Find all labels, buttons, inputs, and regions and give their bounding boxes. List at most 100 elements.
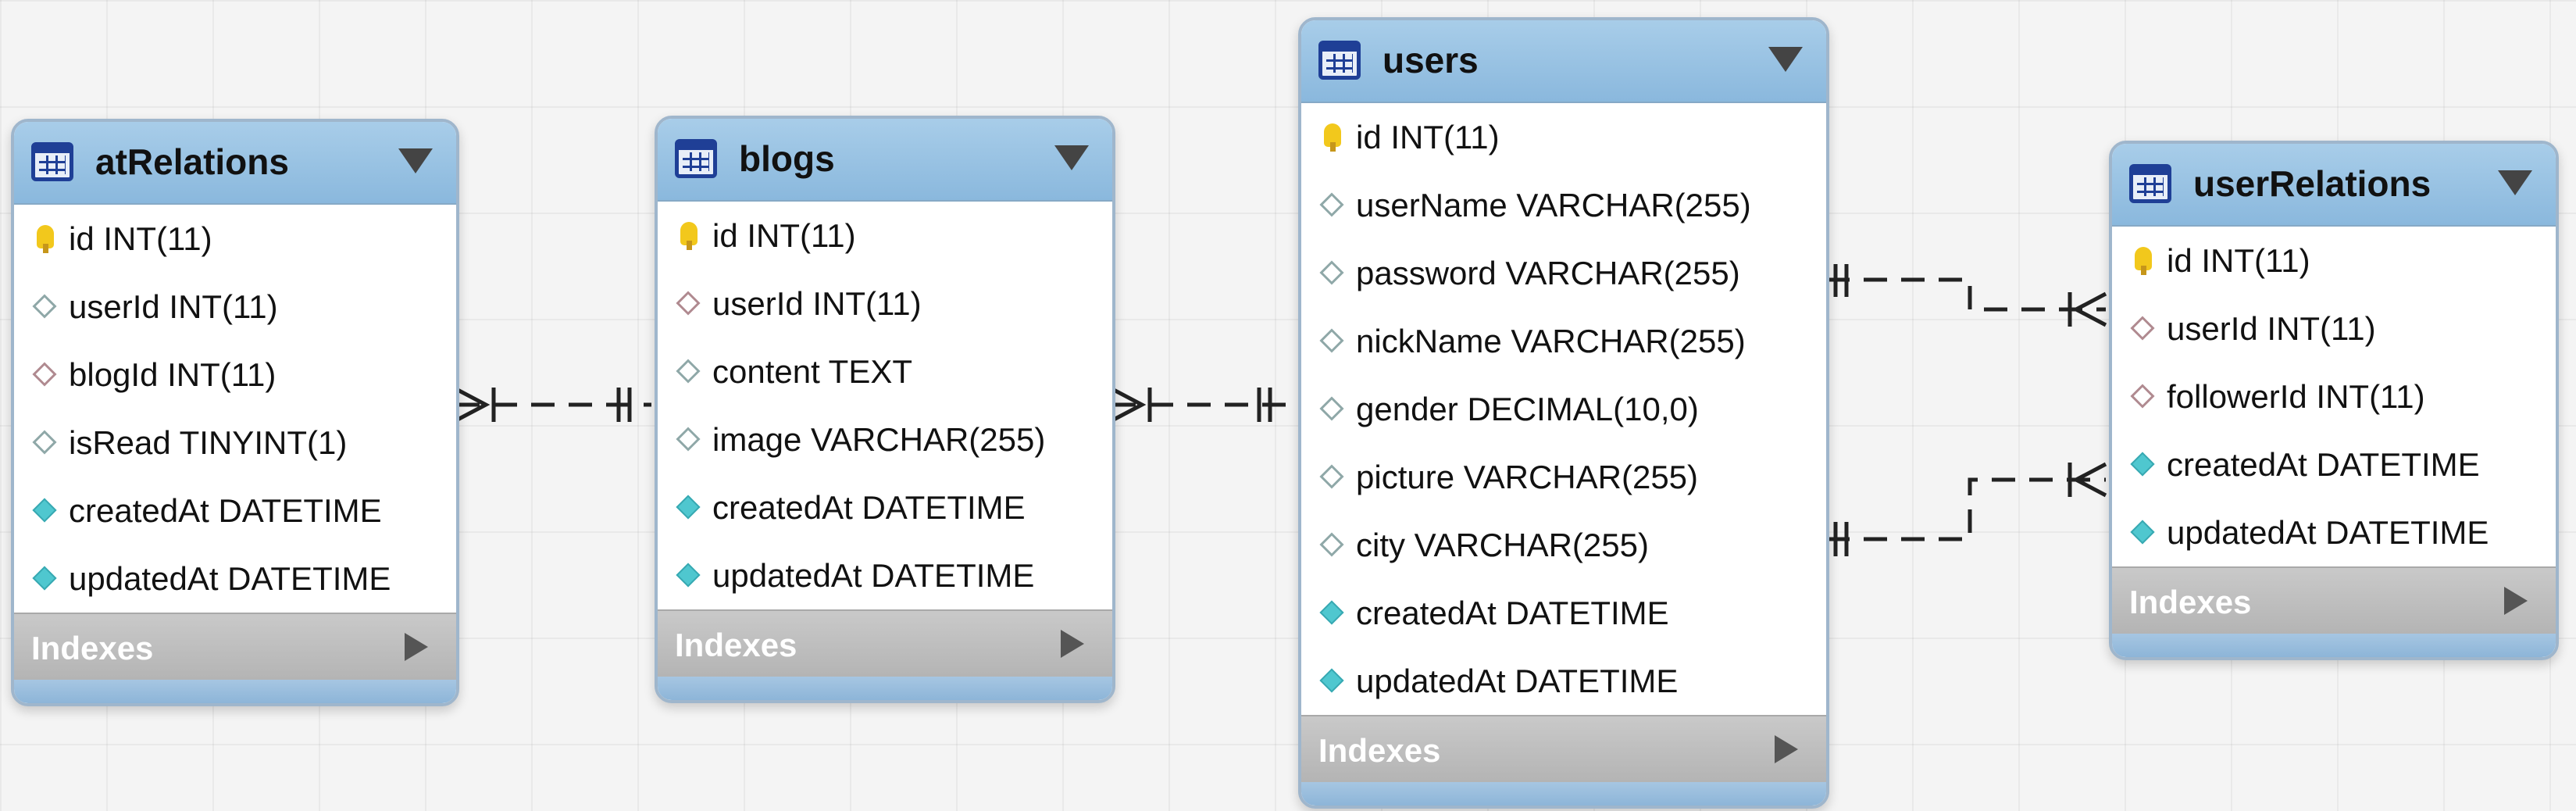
- filled-diamond-icon: [1317, 598, 1348, 629]
- table-icon: [31, 142, 73, 181]
- column-row[interactable]: followerId INT(11): [2112, 363, 2556, 431]
- column-row[interactable]: city VARCHAR(255): [1301, 511, 1826, 579]
- column-label: createdAt DATETIME: [69, 492, 382, 529]
- indexes-label: Indexes: [1318, 732, 1441, 769]
- indexes-section[interactable]: Indexes: [1301, 715, 1826, 782]
- column-row[interactable]: createdAt DATETIME: [658, 473, 1112, 541]
- column-label: updatedAt DATETIME: [69, 560, 391, 597]
- column-row[interactable]: id INT(11): [658, 202, 1112, 270]
- table-icon: [675, 139, 717, 178]
- column-row[interactable]: id INT(11): [1301, 103, 1826, 171]
- column-label: image VARCHAR(255): [712, 421, 1046, 458]
- expand-arrow-icon[interactable]: [2504, 587, 2528, 615]
- column-label: createdAt DATETIME: [2167, 446, 2480, 483]
- collapse-toggle-icon[interactable]: [1768, 47, 1803, 72]
- primary-key-icon: [673, 220, 705, 252]
- foreign-key-diamond-icon: [2128, 313, 2159, 345]
- column-row[interactable]: createdAt DATETIME: [1301, 579, 1826, 647]
- table-userRelations[interactable]: userRelations id INT(11)userId INT(11) fo…: [2109, 141, 2559, 660]
- column-row[interactable]: updatedAt DATETIME: [658, 541, 1112, 609]
- expand-arrow-icon[interactable]: [1061, 630, 1084, 658]
- open-diamond-icon: [1317, 258, 1348, 289]
- collapse-toggle-icon[interactable]: [398, 148, 433, 173]
- open-diamond-icon: [673, 356, 705, 388]
- indexes-section[interactable]: Indexes: [658, 609, 1112, 677]
- filled-diamond-icon: [2128, 449, 2159, 481]
- table-name: users: [1383, 40, 1479, 80]
- crows-foot-many-marker: [2068, 462, 2107, 498]
- open-diamond-icon: [1317, 326, 1348, 357]
- indexes-label: Indexes: [31, 630, 154, 666]
- column-label: nickName VARCHAR(255): [1356, 323, 1746, 359]
- table-users[interactable]: users id INT(11) userName VARCHAR(255) pas…: [1298, 17, 1829, 809]
- open-diamond-icon: [30, 291, 61, 323]
- column-row[interactable]: userName VARCHAR(255): [1301, 171, 1826, 239]
- crows-foot-many-marker: [455, 387, 496, 423]
- filled-diamond-icon: [30, 563, 61, 595]
- column-label: isRead TINYINT(1): [69, 424, 348, 461]
- column-row[interactable]: updatedAt DATETIME: [1301, 647, 1826, 715]
- column-list: id INT(11) userName VARCHAR(255) password …: [1301, 103, 1826, 715]
- column-row[interactable]: image VARCHAR(255): [658, 406, 1112, 473]
- indexes-section[interactable]: Indexes: [2112, 566, 2556, 634]
- table-header[interactable]: blogs: [658, 119, 1112, 202]
- column-label: updatedAt DATETIME: [1356, 663, 1679, 699]
- column-label: password VARCHAR(255): [1356, 255, 1740, 291]
- table-blogs[interactable]: blogs id INT(11)userId INT(11)content TE…: [655, 116, 1115, 703]
- column-label: createdAt DATETIME: [1356, 595, 1669, 631]
- column-label: id INT(11): [1356, 119, 1500, 155]
- filled-diamond-icon: [30, 495, 61, 527]
- open-diamond-icon: [1317, 530, 1348, 561]
- column-list: id INT(11)userId INT(11)content TEXT imag…: [658, 202, 1112, 609]
- table-header[interactable]: users: [1301, 20, 1826, 103]
- column-row[interactable]: id INT(11): [2112, 227, 2556, 295]
- column-list: id INT(11) userId INT(11) blogId INT(11) is…: [14, 205, 456, 613]
- column-row[interactable]: gender DECIMAL(10,0): [1301, 375, 1826, 443]
- indexes-section[interactable]: Indexes: [14, 613, 456, 680]
- column-label: createdAt DATETIME: [712, 489, 1026, 526]
- column-row[interactable]: updatedAt DATETIME: [14, 545, 456, 613]
- one-mandatory-marker: [1257, 388, 1272, 422]
- filled-diamond-icon: [673, 560, 705, 591]
- column-row[interactable]: password VARCHAR(255): [1301, 239, 1826, 307]
- table-name: blogs: [739, 138, 835, 179]
- table-footer: [1301, 782, 1826, 806]
- column-row[interactable]: id INT(11): [14, 205, 456, 273]
- column-label: city VARCHAR(255): [1356, 527, 1649, 563]
- column-row[interactable]: createdAt DATETIME: [14, 477, 456, 545]
- table-atRelations[interactable]: atRelations id INT(11) userId INT(11) blog…: [11, 119, 459, 706]
- table-header[interactable]: userRelations: [2112, 144, 2556, 227]
- column-label: blogId INT(11): [69, 356, 277, 393]
- indexes-label: Indexes: [675, 627, 797, 663]
- expand-arrow-icon[interactable]: [405, 633, 428, 661]
- crows-foot-many-marker: [1111, 387, 1152, 423]
- collapse-toggle-icon[interactable]: [1054, 145, 1089, 170]
- column-row[interactable]: isRead TINYINT(1): [14, 409, 456, 477]
- expand-arrow-icon[interactable]: [1775, 735, 1798, 763]
- column-row[interactable]: updatedAt DATETIME: [2112, 498, 2556, 566]
- open-diamond-icon: [1317, 462, 1348, 493]
- table-icon: [1318, 41, 1361, 80]
- one-mandatory-marker: [1833, 264, 1849, 297]
- foreign-key-diamond-icon: [30, 359, 61, 391]
- indexes-label: Indexes: [2129, 584, 2252, 620]
- column-row[interactable]: blogId INT(11): [14, 341, 456, 409]
- relationship-line: [1826, 277, 2106, 312]
- column-label: followerId INT(11): [2167, 378, 2425, 415]
- column-row[interactable]: userId INT(11): [658, 270, 1112, 338]
- foreign-key-diamond-icon: [2128, 381, 2159, 413]
- column-label: userId INT(11): [69, 288, 278, 325]
- collapse-toggle-icon[interactable]: [2498, 170, 2532, 195]
- column-row[interactable]: createdAt DATETIME: [2112, 431, 2556, 498]
- column-row[interactable]: userId INT(11): [14, 273, 456, 341]
- table-footer: [2112, 634, 2556, 657]
- open-diamond-icon: [673, 424, 705, 456]
- column-row[interactable]: content TEXT: [658, 338, 1112, 406]
- table-header[interactable]: atRelations: [14, 122, 456, 205]
- foreign-key-diamond-icon: [673, 288, 705, 320]
- column-row[interactable]: userId INT(11): [2112, 295, 2556, 363]
- column-row[interactable]: nickName VARCHAR(255): [1301, 307, 1826, 375]
- column-row[interactable]: picture VARCHAR(255): [1301, 443, 1826, 511]
- crows-foot-many-marker: [2068, 291, 2107, 327]
